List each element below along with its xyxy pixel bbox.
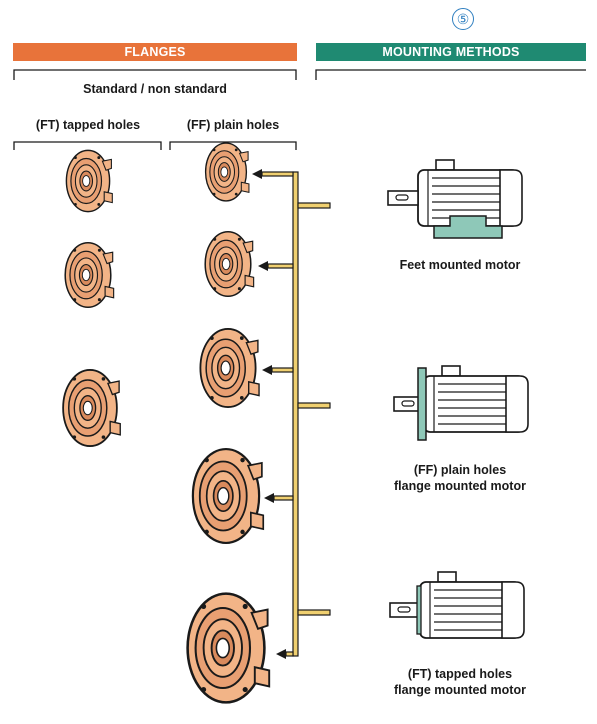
- ff-flange-4: [191, 447, 265, 545]
- ff-flange-3: [199, 327, 260, 409]
- ft-flange-large: [62, 369, 122, 447]
- ft-tapped-holes-label: (FT) tapped holes: [35, 118, 141, 132]
- ft-flange-mounted-motor: [389, 571, 525, 639]
- flanges-bracket: [13, 69, 297, 80]
- ff-motor-label-line1: (FF) plain holes: [413, 463, 507, 477]
- section-number-badge: ⑤: [452, 8, 474, 30]
- feet-mounted-motor-label: Feet mounted motor: [399, 258, 521, 272]
- ff-bracket: [169, 141, 297, 150]
- section-number: ⑤: [0, 8, 597, 32]
- connector-tree: [261, 171, 331, 657]
- ff-flange-5: [186, 592, 271, 704]
- standard-label: Standard / non standard: [83, 82, 227, 96]
- mounting-methods-header: MOUNTING METHODS: [316, 43, 586, 61]
- ff-flange-2: [204, 230, 255, 298]
- ff-plain-holes-label: (FF) plain holes: [186, 118, 280, 132]
- flanges-header: FLANGES: [13, 43, 297, 61]
- ff-flange-mounted-motor: [393, 365, 529, 441]
- feet-mounted-motor: [387, 159, 523, 239]
- connector-arrowheads: [252, 169, 286, 659]
- ft-flange-medium: [64, 241, 115, 309]
- ff-flange-1: [204, 142, 250, 202]
- ft-motor-label-line1: (FT) tapped holes: [407, 667, 513, 681]
- ft-flange-small: [65, 149, 114, 213]
- ft-motor-label-line2: flange mounted motor: [394, 683, 526, 697]
- mounting-bracket: [315, 69, 586, 80]
- ft-bracket: [13, 141, 162, 150]
- ff-motor-label-line2: flange mounted motor: [394, 479, 526, 493]
